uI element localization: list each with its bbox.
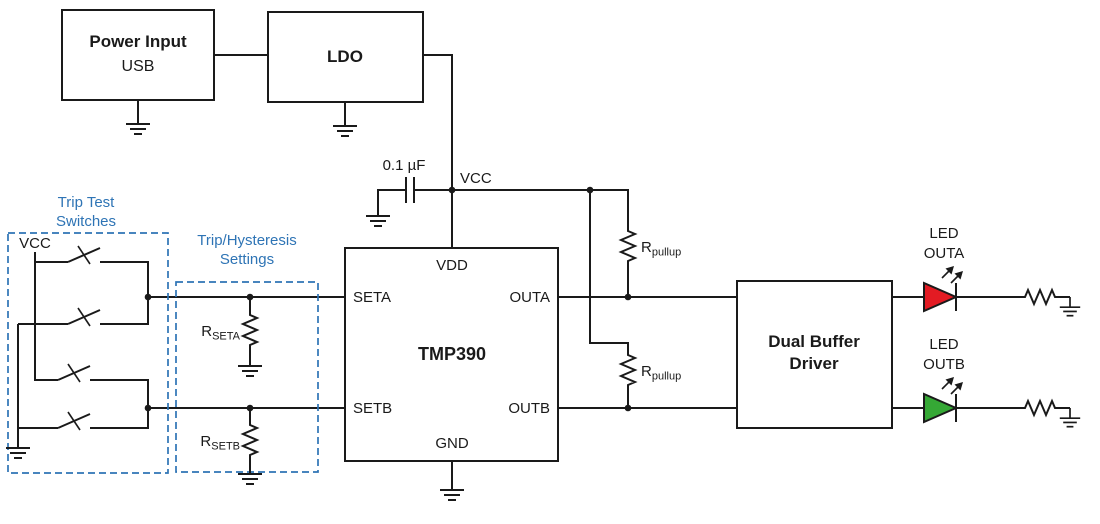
tmp390-title: TMP390 (418, 344, 486, 364)
led-ray-icon (950, 270, 964, 284)
wire-trip-vcc-rail (34, 262, 58, 381)
wire-switch1-out (100, 261, 149, 297)
tmp390-pin-seta: SETA (353, 289, 391, 306)
junction-dot (144, 404, 152, 412)
led-ray-icon (941, 376, 955, 390)
power-input-title: Power Input (89, 32, 187, 51)
led-b-label-line2: OUTB (923, 356, 965, 373)
resistor-pullup-b-icon (620, 351, 636, 389)
ldo-block (267, 11, 424, 103)
led-ray-icon (941, 265, 955, 279)
tmp390-pin-gnd: GND (435, 435, 469, 452)
buffer-title-line2: Driver (789, 354, 839, 373)
tmp390-pin-outa: OUTA (509, 289, 550, 306)
ground-icon (5, 435, 31, 459)
wire-cap-left (377, 189, 406, 204)
r-seta-label: RSETA (201, 323, 240, 343)
ldo-label: LDO (327, 47, 363, 66)
power-input-block (61, 9, 215, 101)
ground-icon (439, 477, 465, 501)
cap-value-label: 0.1 µF (383, 157, 426, 174)
ground-icon (125, 111, 151, 135)
resistor-leda-icon (1021, 289, 1059, 305)
resistor-rsetb-icon (242, 421, 258, 459)
wire-vcc-rail (452, 189, 629, 228)
wire-trip-gnd-rail (17, 323, 68, 436)
ground-icon (1058, 296, 1082, 317)
switch-icon (67, 245, 101, 265)
switch-icon (57, 411, 91, 431)
trip-vcc-label: VCC (19, 235, 51, 252)
ground-icon (365, 203, 391, 227)
switch-icon (67, 307, 101, 327)
trip-hysteresis-settings-box (175, 281, 319, 473)
tmp390-pin-outb: OUTB (508, 400, 550, 417)
led-a-label-line2: OUTA (924, 245, 965, 262)
wire-ldo-to-vdd (423, 54, 453, 248)
r-setb-label: RSETB (200, 433, 240, 453)
vcc-label: VCC (460, 170, 492, 187)
ground-icon (237, 353, 263, 377)
wire-switch3-out (90, 379, 149, 408)
wire-switch4-out (90, 408, 149, 429)
buffer-driver-block (736, 280, 893, 429)
resistor-ledb-icon (1021, 400, 1059, 416)
wire-switch2-out (100, 297, 149, 325)
junction-dot (448, 186, 456, 194)
junction-dot (144, 293, 152, 301)
switch-icon (57, 363, 91, 383)
led-a-label-line1: LED (929, 225, 958, 242)
wire-trip-vcc-stub (34, 252, 68, 263)
r-pullup-a-label: Rpullup (641, 239, 681, 259)
buffer-title-line1: Dual Buffer (768, 332, 860, 351)
trip-test-switches-box (7, 232, 169, 474)
ground-icon (1058, 407, 1082, 428)
trip-hyst-title-line1: Trip/Hysteresis (197, 232, 296, 249)
resistor-rseta-icon (242, 311, 258, 349)
ground-icon (237, 461, 263, 485)
r-pullup-b-label: Rpullup (641, 363, 681, 383)
trip-test-title-line2: Switches (56, 213, 116, 230)
tmp390-pin-vdd: VDD (436, 257, 468, 274)
led-a-diode-icon (923, 281, 959, 313)
led-b-diode-icon (923, 392, 959, 424)
power-input-subtitle: USB (122, 58, 155, 75)
tmp390-block (344, 247, 559, 462)
trip-hyst-title-line2: Settings (220, 251, 274, 268)
tmp390-pin-setb: SETB (353, 400, 392, 417)
led-ray-icon (950, 381, 964, 395)
wire-pullup-b-feed (589, 190, 629, 352)
resistor-pullup-a-icon (620, 227, 636, 265)
ground-icon (332, 113, 358, 137)
led-b-label-line1: LED (929, 336, 958, 353)
trip-test-title-line1: Trip Test (58, 194, 116, 211)
